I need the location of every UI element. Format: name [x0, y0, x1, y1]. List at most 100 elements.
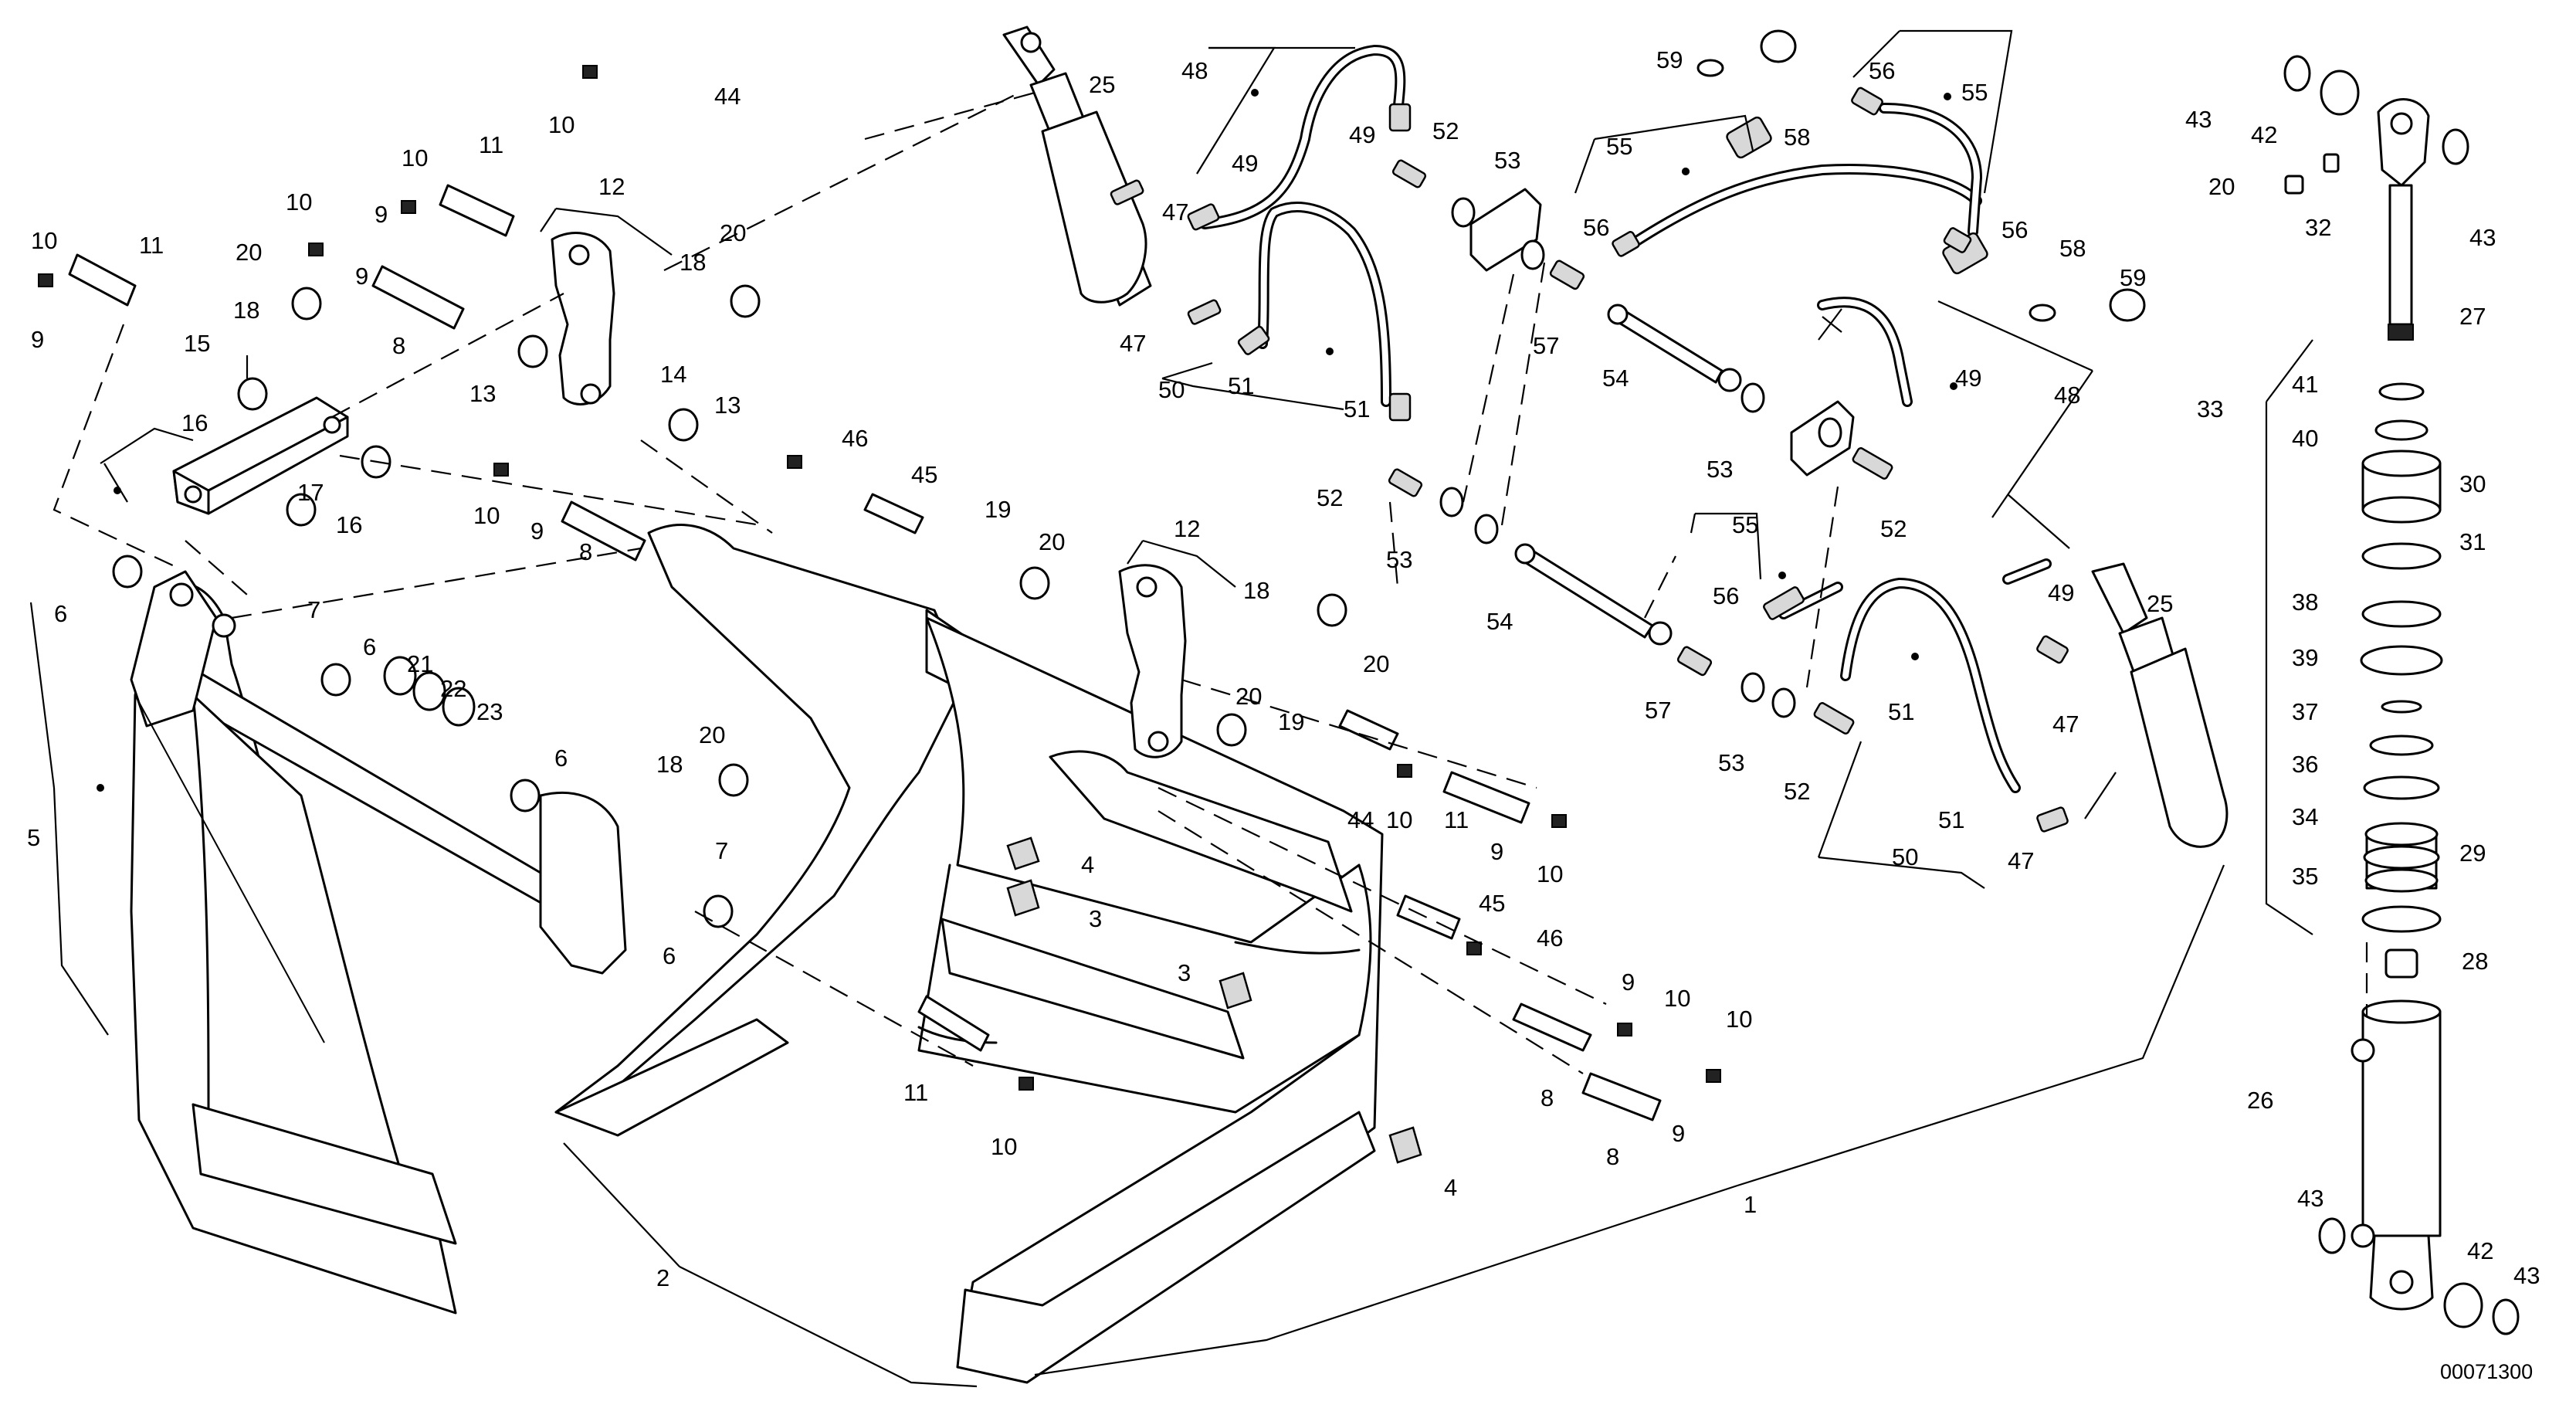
- callout-4: 4: [1444, 1174, 1457, 1201]
- leader-lines: [29, 29, 2313, 1388]
- callout-53: 53: [1494, 147, 1520, 174]
- callout-15: 15: [184, 330, 210, 357]
- callout-43: 43: [2513, 1262, 2540, 1289]
- callout-54: 54: [1486, 608, 1513, 635]
- callout-58: 58: [1784, 124, 1810, 151]
- callout-21: 21: [407, 650, 433, 677]
- callout-20: 20: [2208, 173, 2235, 200]
- clamp-plates: [1439, 188, 1855, 718]
- callout-51: 51: [1344, 395, 1370, 422]
- callout-8: 8: [1606, 1143, 1619, 1170]
- callout-20: 20: [699, 721, 725, 748]
- callout-51: 51: [1888, 698, 1914, 725]
- callout-49: 49: [2048, 579, 2074, 606]
- callout-8: 8: [392, 332, 405, 359]
- callout-55: 55: [1606, 133, 1632, 160]
- callout-25: 25: [1089, 71, 1115, 98]
- callout-31: 31: [2459, 528, 2486, 555]
- callout-33: 33: [2197, 395, 2223, 422]
- callout-52: 52: [1432, 117, 1459, 144]
- callout-10: 10: [1537, 860, 1563, 887]
- drawing-number: 00071300: [2440, 1360, 2533, 1383]
- callout-56: 56: [1869, 57, 1895, 84]
- callout-17: 17: [297, 479, 324, 506]
- callout-55: 55: [1961, 79, 1988, 106]
- pins-bushings-bolts: [38, 65, 1721, 1164]
- callout-13: 13: [714, 392, 741, 419]
- reference-dots: [97, 89, 1957, 792]
- callout-26: 26: [2247, 1087, 2273, 1114]
- callout-43: 43: [2469, 224, 2496, 251]
- callout-6: 6: [554, 745, 568, 772]
- callout-10: 10: [1664, 985, 1690, 1012]
- callout-52: 52: [1880, 515, 1907, 542]
- callout-18: 18: [1243, 577, 1269, 604]
- callout-19: 19: [1278, 708, 1304, 735]
- callout-43: 43: [2297, 1185, 2323, 1212]
- fittings: [1110, 29, 2146, 833]
- callout-18: 18: [656, 751, 683, 778]
- callout-42: 42: [2467, 1237, 2493, 1264]
- callout-56: 56: [2001, 216, 2028, 243]
- cylinder-exploded-column: [2283, 55, 2520, 1335]
- callout-54: 54: [1602, 365, 1629, 392]
- callout-29: 29: [2459, 840, 2486, 867]
- callout-5: 5: [27, 824, 40, 851]
- callout-40: 40: [2292, 425, 2318, 452]
- callout-27: 27: [2459, 303, 2486, 330]
- callout-55: 55: [1732, 511, 1758, 538]
- callout-53: 53: [1707, 456, 1733, 483]
- callout-47: 47: [2052, 711, 2079, 738]
- callout-16: 16: [181, 409, 208, 436]
- callout-9: 9: [355, 263, 368, 290]
- callout-7: 7: [307, 596, 320, 623]
- callout-2: 2: [656, 1264, 669, 1291]
- callout-10: 10: [286, 188, 312, 215]
- callout-11: 11: [1444, 806, 1469, 833]
- callout-14: 14: [660, 361, 686, 388]
- callout-6: 6: [54, 600, 67, 627]
- callout-57: 57: [1533, 332, 1559, 359]
- callout-9: 9: [1490, 838, 1503, 865]
- callout-53: 53: [1718, 749, 1744, 776]
- callout-11: 11: [479, 131, 503, 158]
- callout-12: 12: [598, 173, 625, 200]
- callout-6: 6: [363, 633, 376, 660]
- callout-52: 52: [1784, 778, 1810, 805]
- callout-45: 45: [911, 461, 937, 488]
- callout-38: 38: [2292, 589, 2318, 616]
- callout-35: 35: [2292, 863, 2318, 890]
- callout-18: 18: [680, 249, 706, 276]
- callout-10: 10: [31, 227, 57, 254]
- callout-37: 37: [2292, 698, 2318, 725]
- callout-32: 32: [2305, 214, 2331, 241]
- callout-19: 19: [985, 496, 1011, 523]
- callout-34: 34: [2292, 803, 2318, 830]
- callout-9: 9: [530, 517, 544, 545]
- callout-56: 56: [1583, 214, 1609, 241]
- callout-48: 48: [1181, 57, 1208, 84]
- callout-48: 48: [2054, 382, 2080, 409]
- callout-39: 39: [2292, 644, 2318, 671]
- callout-43: 43: [2185, 106, 2212, 133]
- callout-11: 11: [139, 232, 164, 259]
- cross-beam: [172, 396, 349, 515]
- callout-59: 59: [2120, 264, 2146, 291]
- callout-4: 4: [1081, 851, 1094, 878]
- hydraulic-cylinder-right: [2091, 562, 2229, 848]
- callout-10: 10: [402, 144, 428, 171]
- callout-57: 57: [1645, 697, 1671, 724]
- left-grapple-arm: [130, 570, 627, 1315]
- link-plate-upper: [551, 232, 615, 405]
- callout-9: 9: [1622, 969, 1635, 996]
- callout-47: 47: [2008, 847, 2034, 874]
- callout-10: 10: [548, 111, 575, 138]
- callout-16: 16: [336, 511, 362, 538]
- callout-45: 45: [1479, 890, 1505, 917]
- callout-46: 46: [842, 425, 868, 452]
- main-frame: [554, 524, 1384, 1384]
- callout-22: 22: [440, 675, 466, 702]
- callout-18: 18: [233, 297, 259, 324]
- callout-50: 50: [1158, 376, 1185, 403]
